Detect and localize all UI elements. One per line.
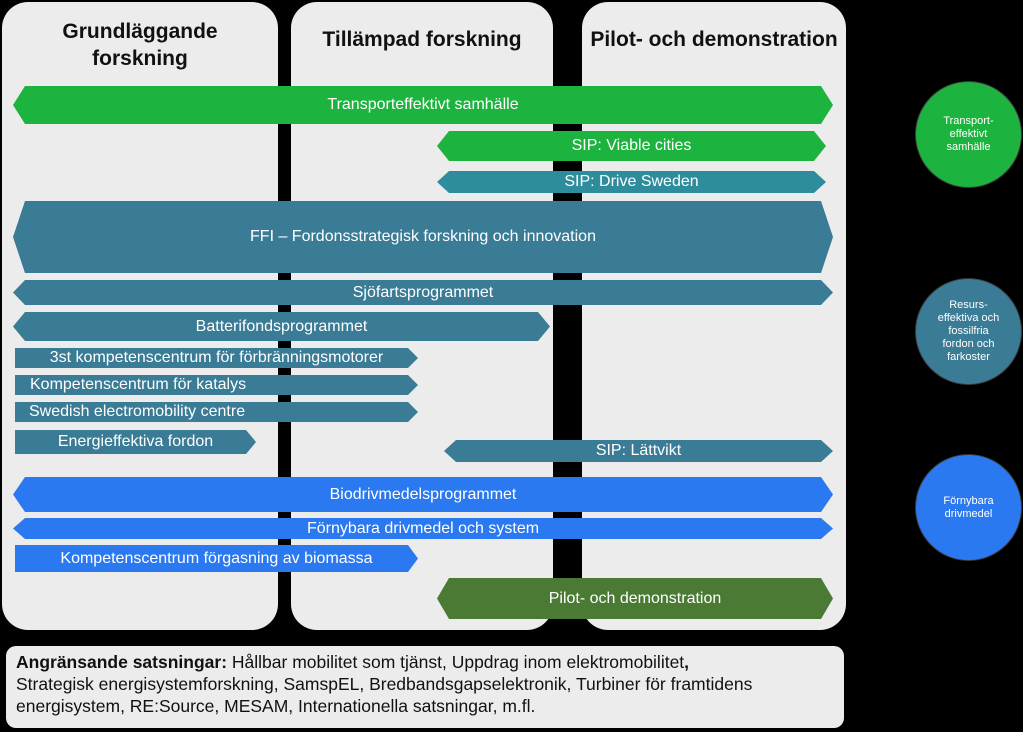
bar-pilot-label: Pilot- och demonstration xyxy=(548,589,722,607)
bar-sjofart: Sjöfartsprogrammet xyxy=(13,280,833,305)
bar-biodrivmedel: Biodrivmedelsprogrammet xyxy=(13,477,833,512)
column-title-pilot: Pilot- och demonstration xyxy=(590,28,838,51)
adjacent-initiatives-box: Angränsande satsningar: Hållbar mobilite… xyxy=(6,646,844,728)
bar-swedish-electromobility: Swedish electromobility centre xyxy=(15,402,418,422)
bar-lattvikt: SIP: Lättvikt xyxy=(444,440,833,462)
bar-energieffektiva-label: Energieffektiva fordon xyxy=(57,433,214,450)
bar-energieffektiva: Energieffektiva fordon xyxy=(15,430,256,454)
bar-forgasning: Kompetenscentrum förgasning av biomassa xyxy=(15,545,418,572)
bar-swedish-label: Swedish electromobility centre xyxy=(29,403,246,420)
bar-viable-cities: SIP: Viable cities xyxy=(437,131,826,161)
footer-label: Angränsande satsningar: xyxy=(16,652,228,672)
bar-transport: Transporteffektivt samhälle xyxy=(13,86,833,124)
circle-fornybara-label: Förnybara drivmedel xyxy=(943,494,994,520)
bar-batteri: Batterifondsprogrammet xyxy=(13,312,550,341)
circle-resurs-label: Resurs- effektiva och fossilfria fordon … xyxy=(937,299,1000,363)
bar-forgasning-label: Kompetenscentrum förgasning av biomassa xyxy=(60,549,373,567)
circle-fornybara: Förnybara drivmedel xyxy=(915,454,1022,561)
bar-katalys: Kompetenscentrum för katalys xyxy=(15,375,418,395)
bar-pilot-demo: Pilot- och demonstration xyxy=(437,578,833,619)
bar-drive-sweden: SIP: Drive Sweden xyxy=(437,171,826,193)
column-title-basic: Grundläggande forskning xyxy=(62,20,218,70)
bar-ffi-label: FFI – Fordonsstrategisk forskning och in… xyxy=(250,228,596,245)
bar-transport-label: Transporteffektivt samhälle xyxy=(327,96,519,113)
bar-drive-sweden-label: SIP: Drive Sweden xyxy=(564,173,699,190)
footer-text-1: Hållbar mobilitet som tjänst, Uppdrag in… xyxy=(227,652,685,672)
bar-batteri-label: Batterifondsprogrammet xyxy=(195,317,368,335)
column-title-applied: Tillämpad forskning xyxy=(322,28,522,51)
bar-fornybara-drivmedel: Förnybara drivmedel och system xyxy=(13,518,833,539)
bar-katalys-label: Kompetenscentrum för katalys xyxy=(30,376,247,393)
footer-text-2: Strategisk energisystemforskning, SamspE… xyxy=(16,674,753,716)
circle-resurs: Resurs- effektiva och fossilfria fordon … xyxy=(915,278,1022,385)
bar-ffi: FFI – Fordonsstrategisk forskning och in… xyxy=(13,201,833,273)
bar-sjofart-label: Sjöfartsprogrammet xyxy=(352,283,494,301)
bar-biodrivmedel-label: Biodrivmedelsprogrammet xyxy=(329,485,517,503)
circle-transport: Transport- effektivt samhälle xyxy=(915,81,1022,188)
bar-fornybara-label: Förnybara drivmedel och system xyxy=(306,519,540,537)
footer-comma: , xyxy=(684,652,690,672)
bar-kc3: 3st kompetenscentrum för förbränningsmot… xyxy=(15,348,418,368)
circle-transport-label: Transport- effektivt samhälle xyxy=(943,115,994,153)
bar-kc3-label: 3st kompetenscentrum för förbränningsmot… xyxy=(49,349,384,366)
bar-viable-cities-label: SIP: Viable cities xyxy=(571,137,692,154)
bar-lattvikt-label: SIP: Lättvikt xyxy=(595,442,682,459)
